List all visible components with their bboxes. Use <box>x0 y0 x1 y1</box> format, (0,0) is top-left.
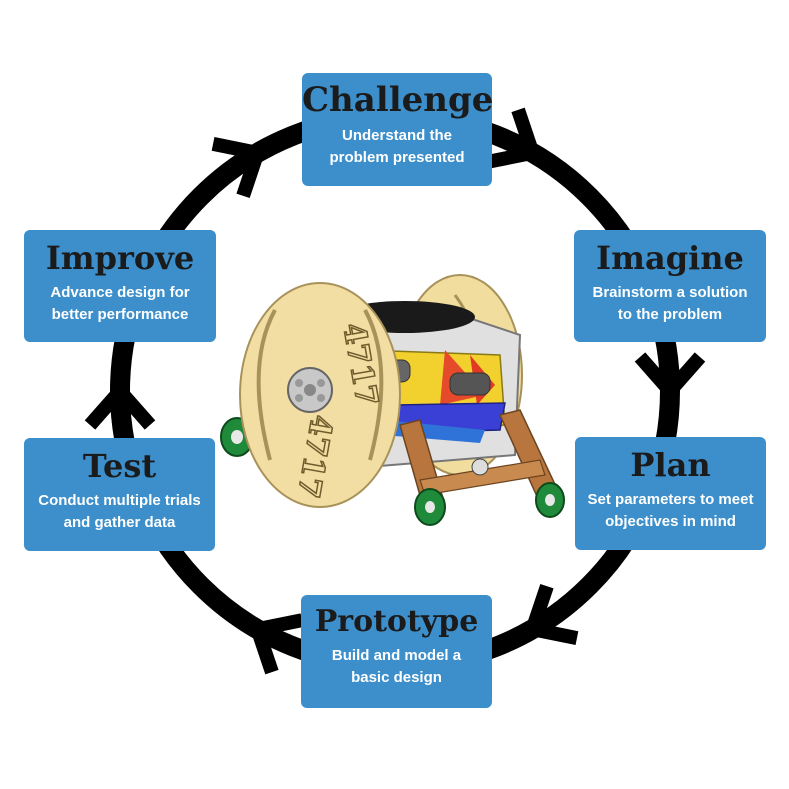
step-test-description-line2: and gather data <box>63 514 176 531</box>
step-improve-description-line2: better performance <box>51 306 189 323</box>
step-imagine-title: Imagine <box>596 239 744 277</box>
step-imagine-description-line2: to the problem <box>617 306 723 323</box>
cycle-arrow-chevron <box>634 352 706 402</box>
step-challenge-description-line2: problem presented <box>329 149 465 166</box>
step-prototype-title: Prototype <box>314 604 479 639</box>
step-challenge-description-line1: Understand the <box>341 127 452 144</box>
step-test-title: Test <box>82 447 157 485</box>
step-imagine: Imagine Brainstorm a solution to the pro… <box>574 230 766 342</box>
step-plan-title: Plan <box>630 446 711 484</box>
step-imagine-description-line1: Brainstorm a solution <box>592 284 748 301</box>
cycle-arrow-chevron <box>486 107 542 169</box>
step-improve-title: Improve <box>45 239 195 277</box>
step-challenge-title: Challenge <box>302 80 494 120</box>
step-plan-description-line2: objectives in mind <box>605 513 736 530</box>
step-improve-description-line1: Advance design for <box>50 284 190 301</box>
cycle-arrow-chevron <box>248 613 304 675</box>
step-test-description-line1: Conduct multiple trials <box>38 492 201 509</box>
step-challenge: Challenge Understand the problem present… <box>302 73 494 186</box>
step-prototype-description-line1: Build and model a <box>331 647 462 664</box>
cycle-arrow-chevron <box>211 137 267 199</box>
cycle-arrow-chevron <box>84 380 156 430</box>
step-prototype-description-line2: basic design <box>351 669 442 686</box>
step-plan-description-line1: Set parameters to meet <box>587 491 754 508</box>
cycle-arrows <box>84 107 706 675</box>
step-plan: Plan Set parameters to meet objectives i… <box>575 437 766 550</box>
robot-illustration: 4717 4717 <box>220 274 565 526</box>
cycle-arrow-chevron <box>523 583 579 645</box>
step-improve: Improve Advance design for better perfor… <box>24 230 216 342</box>
step-prototype: Prototype Build and model a basic design <box>301 595 492 708</box>
step-test: Test Conduct multiple trials and gather … <box>24 438 215 551</box>
